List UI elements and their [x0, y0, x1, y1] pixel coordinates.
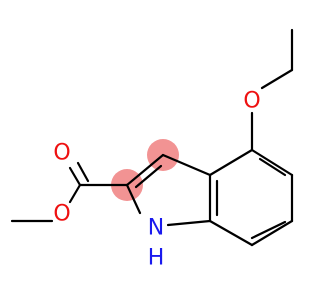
- bond-carbonyl-o: [68, 166, 82, 187]
- bond-c7-c7a: [208, 219, 254, 247]
- bond-c3-c2: [125, 153, 165, 187]
- bond-c3a-c3: [161, 153, 212, 177]
- bond-o-ch2: [260, 68, 294, 90]
- atom-ether-oxygen: O: [243, 89, 260, 114]
- bond-c3a-c4: [208, 148, 254, 177]
- bond-c4-c5: [250, 148, 294, 177]
- bond-carbonyl-o-double: [76, 161, 90, 183]
- bond-c3-c2-double: [134, 164, 163, 189]
- bond-n1-c7a: [166, 219, 212, 227]
- bond-c4-c5-double: [258, 157, 287, 177]
- bond-c6-c7-double: [250, 220, 287, 240]
- atom-carbonyl-oxygen: O: [53, 141, 70, 166]
- atom-ring-nitrogen-hydrogen: H: [148, 246, 165, 271]
- atom-ring-nitrogen: N: [148, 216, 164, 241]
- bond-c2-n1: [125, 183, 142, 215]
- bond-carbonyl-ester-o: [68, 183, 82, 204]
- structure-drawing: O O O N H: [10, 28, 294, 271]
- molecule-diagram: O O O N H: [10, 28, 294, 271]
- bond-c6-c7: [250, 219, 294, 247]
- atom-ester-oxygen: O: [53, 202, 70, 227]
